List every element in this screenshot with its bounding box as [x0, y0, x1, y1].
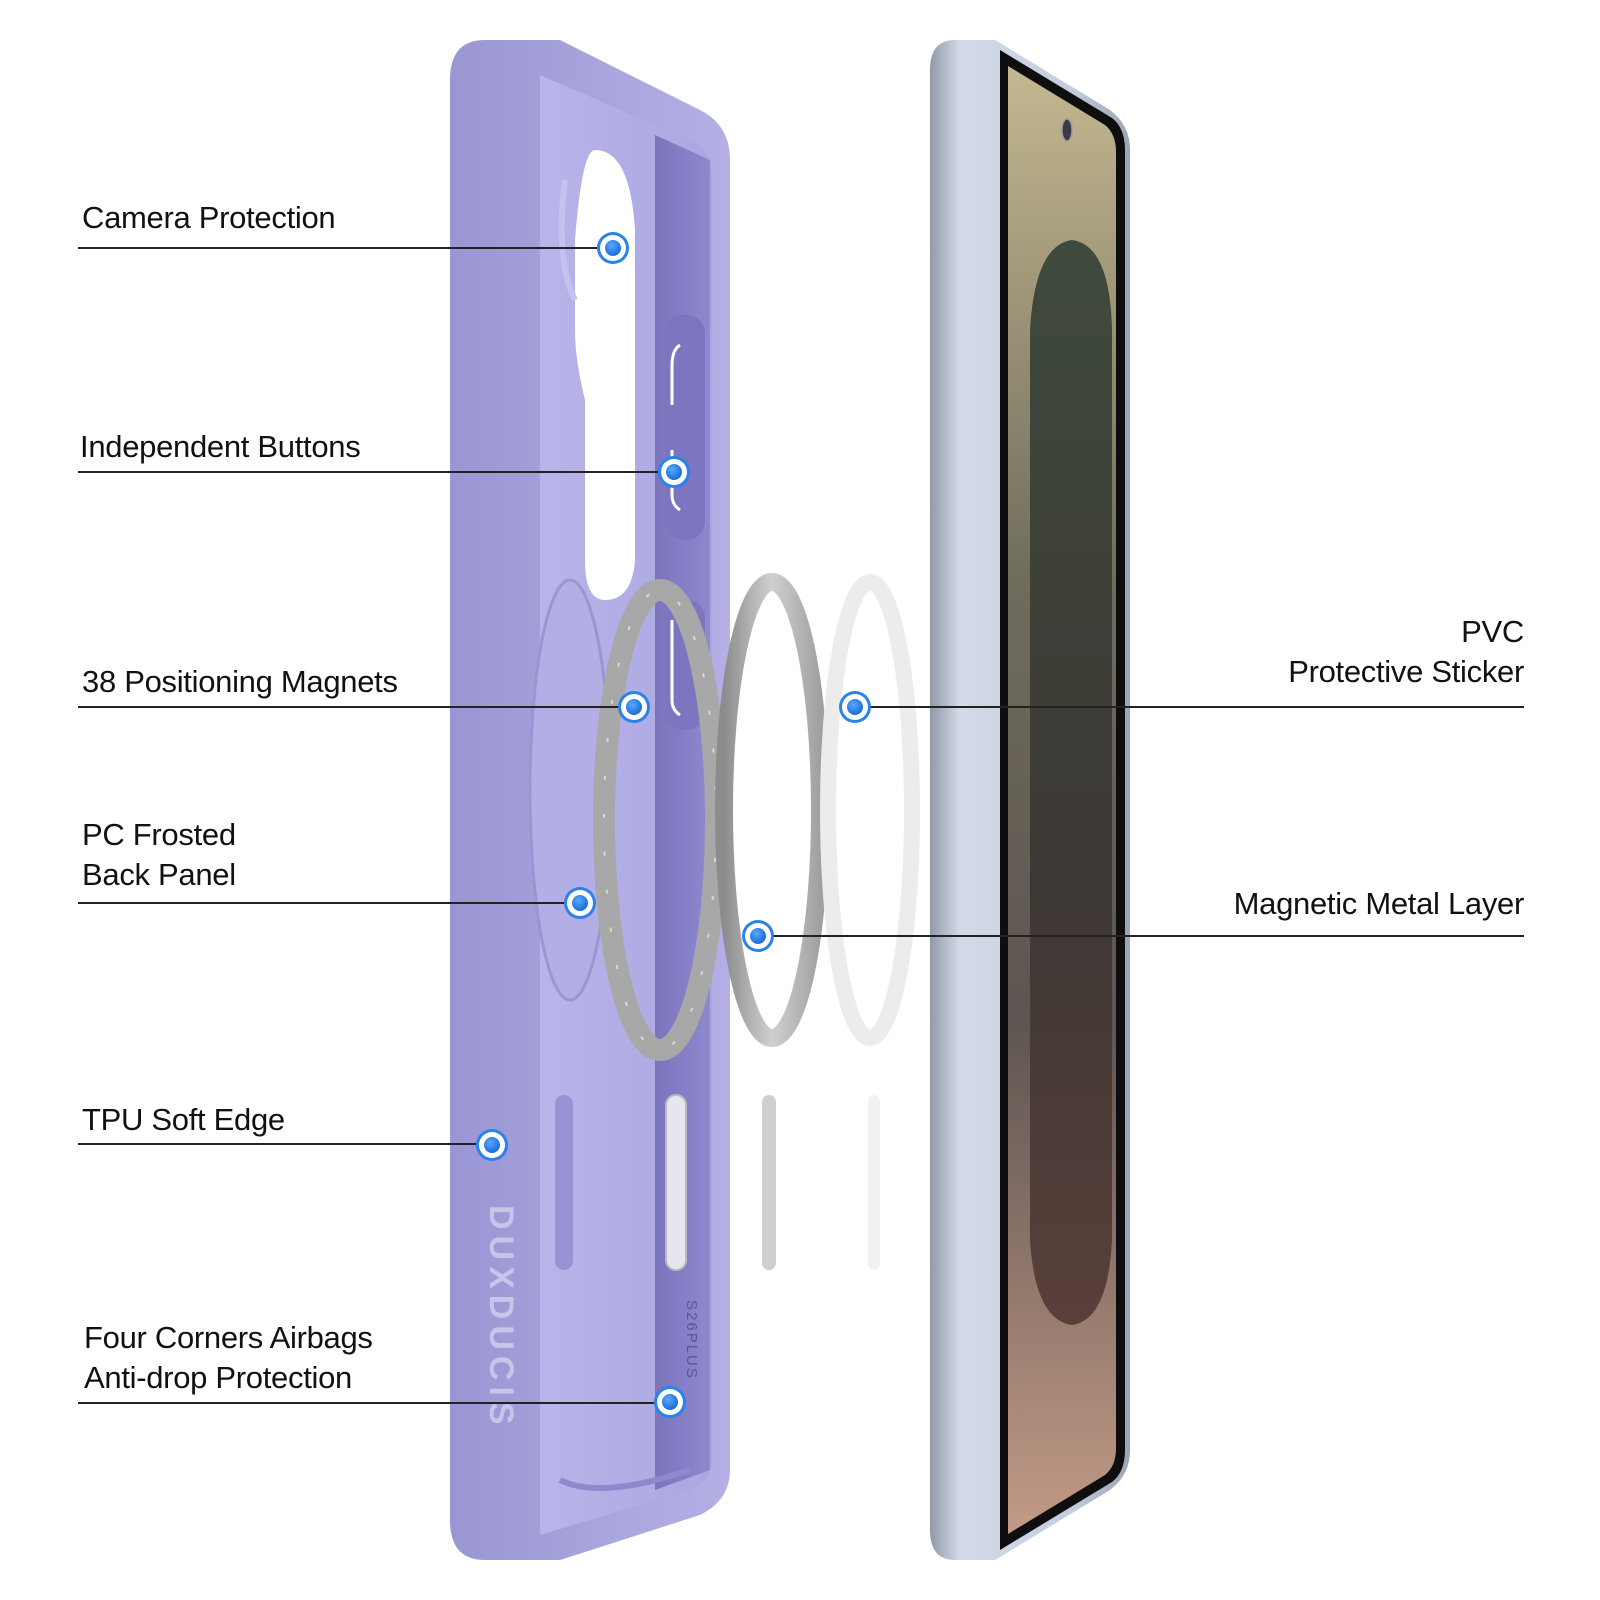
brand-emboss: DUXDUCIS — [482, 1205, 520, 1431]
leader-line — [78, 471, 670, 473]
callout-label: TPU Soft Edge — [82, 1102, 285, 1137]
hotspot-marker-icon[interactable] — [745, 923, 771, 949]
hotspot-marker-icon[interactable] — [479, 1132, 505, 1158]
callout-label-line2: Protective Sticker — [1288, 654, 1524, 689]
hotspot-marker-icon[interactable] — [567, 890, 593, 916]
smartphone — [930, 40, 1130, 1560]
pvc-sticker-slot — [868, 1095, 880, 1270]
leader-line — [860, 706, 1524, 708]
callout-label-line1: PC Frosted — [82, 817, 236, 852]
hotspot-marker-icon[interactable] — [657, 1389, 683, 1415]
callout-label: Magnetic Metal Layer — [1233, 886, 1525, 921]
model-emboss: S26PLUS — [683, 1300, 700, 1380]
callout-label: Camera Protection — [82, 200, 336, 235]
callout-label: Independent Buttons — [80, 429, 361, 464]
leader-line — [78, 902, 575, 904]
callout-label-line2: Anti-drop Protection — [84, 1360, 352, 1395]
phone-case — [450, 40, 730, 1560]
callout-label-line1: PVC — [1461, 614, 1524, 649]
leader-line — [78, 1402, 665, 1404]
pvc-sticker-ring — [820, 574, 920, 1046]
leader-line — [762, 935, 1524, 937]
metal-layer-slot — [762, 1095, 776, 1270]
callout-label-line2: Back Panel — [82, 857, 236, 892]
callout-label: 38 Positioning Magnets — [82, 664, 398, 699]
hotspot-marker-icon[interactable] — [661, 459, 687, 485]
leader-line — [78, 247, 608, 249]
hotspot-marker-icon[interactable] — [600, 235, 626, 261]
callout-label-line1: Four Corners Airbags — [84, 1320, 373, 1355]
leader-line — [78, 1143, 488, 1145]
metal-layer-ring — [715, 573, 829, 1047]
hotspot-marker-icon[interactable] — [621, 694, 647, 720]
hotspot-marker-icon[interactable] — [842, 694, 868, 720]
leader-line — [78, 706, 630, 708]
